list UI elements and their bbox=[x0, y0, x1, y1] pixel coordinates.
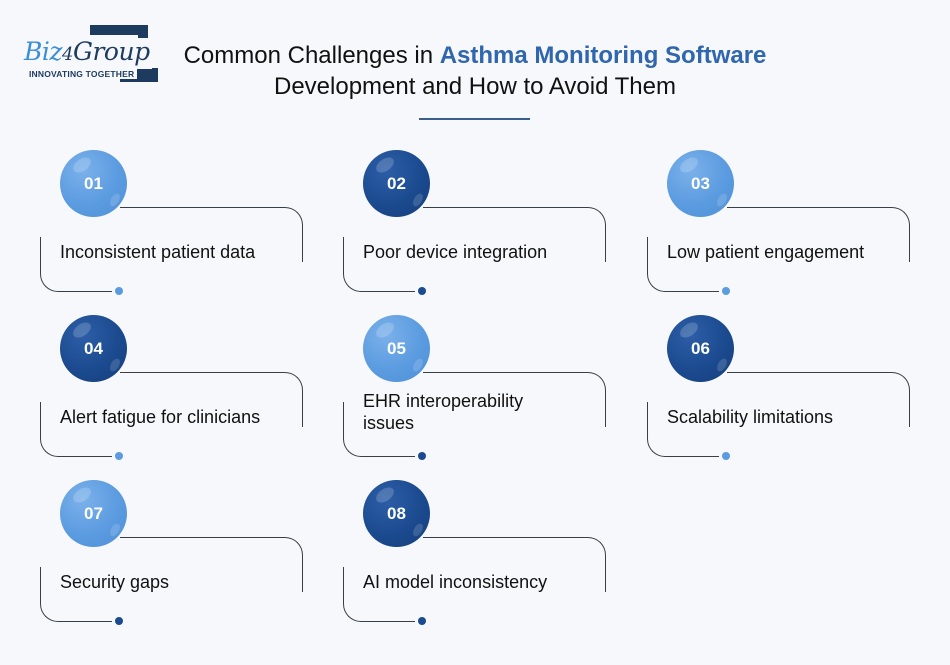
challenge-card-04: 04 Alert fatigue for clinicians bbox=[40, 315, 310, 465]
dot-marker bbox=[115, 452, 123, 460]
card-outline-bottom bbox=[343, 237, 415, 292]
card-outline-top bbox=[120, 537, 303, 592]
challenge-card-03: 03 Low patient engagement bbox=[647, 150, 917, 300]
dot-marker bbox=[418, 287, 426, 295]
number-badge: 06 bbox=[667, 315, 734, 382]
title-line-1: Common Challenges in Asthma Monitoring S… bbox=[183, 42, 767, 69]
challenge-label: AI model inconsistency bbox=[363, 572, 548, 592]
dot-marker bbox=[418, 452, 426, 460]
challenge-label: EHR interoperability issues bbox=[363, 391, 524, 433]
title-line-2: Development and How to Avoid Them bbox=[273, 73, 676, 100]
challenge-label: Inconsistent patient data bbox=[60, 242, 256, 262]
card-outline-top bbox=[423, 372, 606, 427]
bizgroup-logo: Biz4Group INNOVATING TOGETHER bbox=[24, 24, 158, 84]
dot-marker bbox=[418, 617, 426, 625]
challenge-label: Alert fatigue for clinicians bbox=[60, 407, 261, 427]
challenge-label: Poor device integration bbox=[363, 242, 548, 262]
card-outline-bottom bbox=[40, 567, 112, 622]
dot-marker bbox=[115, 617, 123, 625]
card-outline-bottom bbox=[40, 237, 112, 292]
card-outline-top bbox=[423, 537, 606, 592]
card-outline-top bbox=[120, 207, 303, 262]
dot-marker bbox=[722, 287, 730, 295]
number-badge: 02 bbox=[363, 150, 430, 217]
challenge-card-07: 07 Security gaps bbox=[40, 480, 310, 630]
card-outline-top bbox=[727, 372, 910, 427]
challenge-label: Security gaps bbox=[60, 572, 170, 592]
dot-marker bbox=[722, 452, 730, 460]
dot-marker bbox=[115, 287, 123, 295]
card-outline-bottom bbox=[647, 237, 719, 292]
challenge-card-08: 08 AI model inconsistency bbox=[343, 480, 613, 630]
title-divider bbox=[419, 118, 530, 120]
challenge-card-06: 06 Scalability limitations bbox=[647, 315, 917, 465]
card-outline-bottom bbox=[647, 402, 719, 457]
number-badge: 05 bbox=[363, 315, 430, 382]
card-outline-top bbox=[727, 207, 910, 262]
challenge-card-01: 01 Inconsistent patient data bbox=[40, 150, 310, 300]
number-badge: 07 bbox=[60, 480, 127, 547]
card-outline-bottom bbox=[343, 402, 415, 457]
card-outline-bottom bbox=[40, 402, 112, 457]
challenge-label: Scalability limitations bbox=[667, 407, 834, 427]
challenge-card-02: 02 Poor device integration bbox=[343, 150, 613, 300]
logo-wordmark: Biz4Group bbox=[24, 38, 152, 69]
number-badge: 08 bbox=[363, 480, 430, 547]
number-badge: 03 bbox=[667, 150, 734, 217]
number-badge: 01 bbox=[60, 150, 127, 217]
page-title: Common Challenges in Asthma Monitoring S… bbox=[160, 40, 790, 102]
card-outline-bottom bbox=[343, 567, 415, 622]
card-outline-top bbox=[423, 207, 606, 262]
logo-tagline: INNOVATING TOGETHER bbox=[29, 69, 138, 79]
number-badge: 04 bbox=[60, 315, 127, 382]
challenge-card-05: 05 EHR interoperability issues bbox=[343, 315, 613, 465]
challenge-label: Low patient engagement bbox=[667, 242, 865, 262]
title-accent: Asthma Monitoring Software bbox=[439, 42, 767, 69]
card-outline-top bbox=[120, 372, 303, 427]
